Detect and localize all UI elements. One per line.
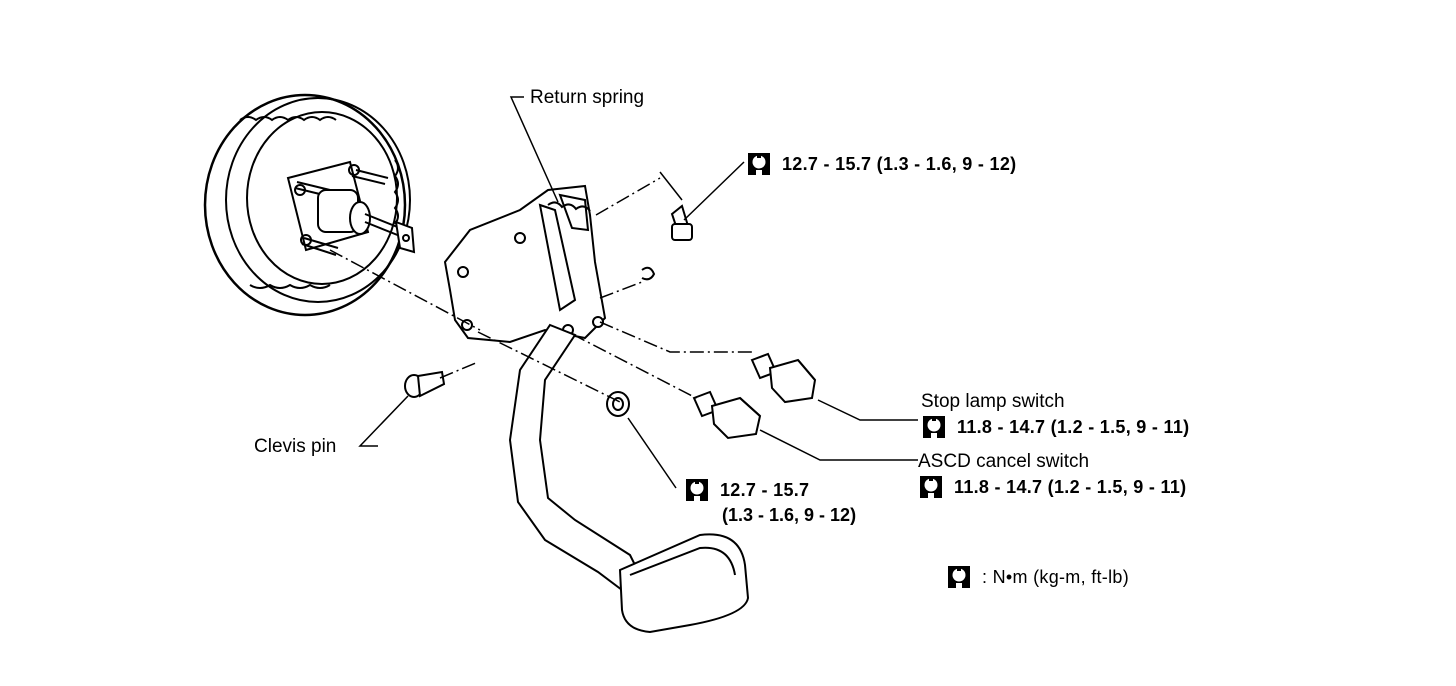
ascd-cancel-switch-label: ASCD cancel switch — [918, 451, 1090, 472]
pedal-bracket — [443, 184, 607, 344]
clevis-pin — [404, 370, 446, 398]
return-spring-label: Return spring — [530, 87, 645, 108]
bracket-bolt — [670, 204, 693, 241]
torque-wrench-icon — [921, 414, 947, 440]
leader-lines — [358, 96, 918, 489]
torque-legend: : N•m (kg-m, ft-lb) — [946, 564, 1129, 590]
brake-booster — [203, 93, 416, 317]
clevis-nut-torque-line1: 12.7 - 15.7 — [720, 480, 810, 500]
bracket-bolt-torque-value: 12.7 - 15.7 (1.3 - 1.6, 9 - 12) — [782, 154, 1017, 174]
clevis-nut-torque-line2: (1.3 - 1.6, 9 - 12) — [722, 505, 857, 525]
stop-lamp-switch-torque-value: 11.8 - 14.7 (1.2 - 1.5, 9 - 11) — [957, 417, 1190, 437]
stop-lamp-switch-part — [750, 352, 817, 404]
alignment-lines — [329, 177, 752, 403]
ascd-cancel-switch-torque-value: 11.8 - 14.7 (1.2 - 1.5, 9 - 11) — [954, 477, 1187, 497]
torque-wrench-icon — [918, 474, 944, 500]
ascd-cancel-switch-torque: 11.8 - 14.7 (1.2 - 1.5, 9 - 11) — [918, 474, 1186, 500]
clevis-pin-label: Clevis pin — [254, 436, 337, 457]
torque-legend-text: : N•m (kg-m, ft-lb) — [982, 567, 1129, 587]
ascd-cancel-switch-part — [692, 390, 762, 440]
torque-wrench-icon — [746, 151, 772, 177]
clevis-nut — [606, 391, 630, 417]
torque-wrench-icon — [946, 564, 972, 590]
torque-wrench-icon — [684, 477, 710, 503]
brake-pedal-arm — [508, 323, 750, 634]
clevis-nut-torque: 12.7 - 15.7 — [684, 477, 809, 503]
bracket-bolt-torque: 12.7 - 15.7 (1.3 - 1.6, 9 - 12) — [746, 151, 1016, 177]
stop-lamp-switch-label: Stop lamp switch — [921, 391, 1065, 412]
stop-lamp-switch-torque: 11.8 - 14.7 (1.2 - 1.5, 9 - 11) — [921, 414, 1189, 440]
return-spring — [547, 201, 656, 281]
